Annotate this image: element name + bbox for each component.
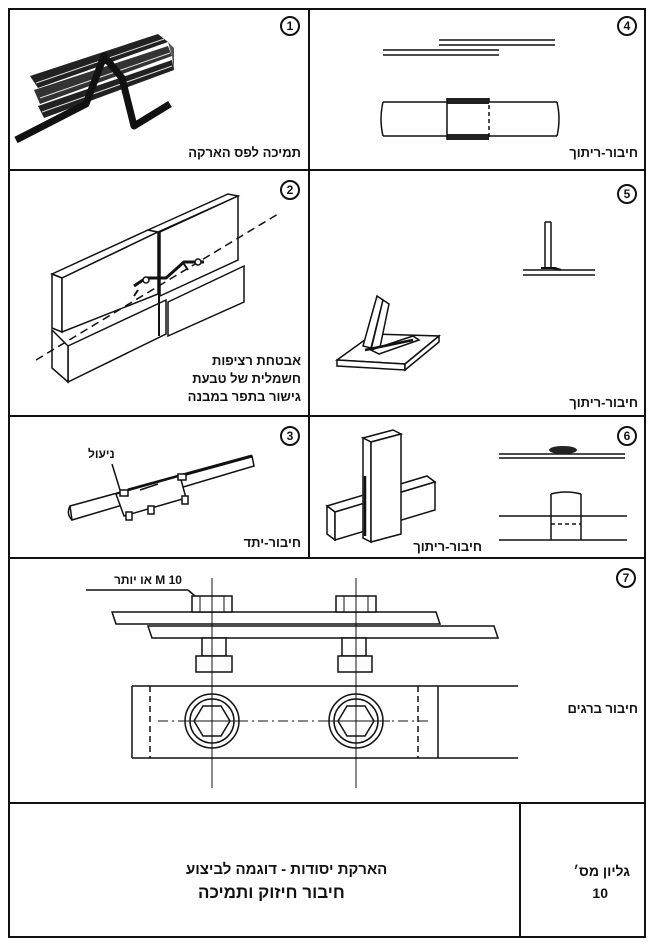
panel-7-number: 7 <box>616 568 636 588</box>
joint-bridge-illustration <box>35 193 279 384</box>
cross-weld-illustration <box>325 429 627 544</box>
sheet-label: גליון מס׳ <box>573 863 630 879</box>
panel-3-callout: ניעול <box>88 447 115 461</box>
sheet-number: 10 <box>592 885 608 901</box>
panel-1-caption: תמיכה לפס הארקה <box>188 145 301 160</box>
panel-6-number: 6 <box>617 426 637 446</box>
panel-2-number: 2 <box>280 180 300 200</box>
panel-1-number: 1 <box>280 16 300 36</box>
panel-2-caption-line-1: אבטחת רציפות <box>212 353 301 368</box>
panel-3: 3 ניעול חיבור-יתד <box>8 416 309 558</box>
panel-5-number: 5 <box>617 184 637 204</box>
panel-7-callout: M 10 או יותר <box>114 573 182 587</box>
panel-3-caption: חיבור-יתד <box>243 535 301 550</box>
panel-3-number: 3 <box>280 426 300 446</box>
panel-2-caption-line-2: חשמלית של טבעת <box>192 371 301 386</box>
panel-7-caption: חיבור ברגים <box>567 701 638 716</box>
grid-lines <box>8 8 646 938</box>
panel-2: 2 אבטחת רציפות חשמלית של טבע <box>8 170 309 416</box>
panel-2-caption-line-3: גישור בתפר במבנה <box>187 389 301 404</box>
title-block-line-1: הארקת יסודות - דוגמה לביצוע <box>186 861 388 878</box>
panel-1: 1 תמיכה לפס הארקה <box>8 8 309 170</box>
panel-6: 6 חיבור-ריתוך <box>309 416 646 558</box>
panel-5-caption: חיבור-ריתוך <box>569 395 638 410</box>
peg-connection-illustration <box>67 454 255 521</box>
grounding-strip-support-illustration <box>14 34 174 144</box>
panel-4: 4 חיבור-ריתוך <box>309 8 646 170</box>
panel-6-caption: חיבור-ריתוך <box>413 539 482 554</box>
bolt-connection-illustration <box>86 578 518 788</box>
angle-weld-illustration <box>334 221 595 372</box>
title-block-line-2: חיבור חיזוק ותמיכה <box>198 883 345 902</box>
weld-overlap-illustration <box>380 39 560 140</box>
panel-5: 5 חיבור-ריתוך <box>309 170 646 416</box>
title-block: הארקת יסודות - דוגמה לביצוע חיבור חיזוק … <box>8 803 646 938</box>
panel-4-caption: חיבור-ריתוך <box>569 145 638 160</box>
drawing-sheet: 1 תמיכה לפס הארקה 4 <box>8 8 646 938</box>
outer-frame <box>8 8 646 938</box>
panel-7: 7 M 10 או יותר <box>8 558 646 803</box>
panel-4-number: 4 <box>617 16 637 36</box>
